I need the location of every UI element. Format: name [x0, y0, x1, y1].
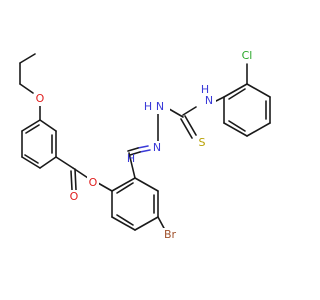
- bond: [116, 182, 134, 194]
- atom-symbol: N: [153, 141, 161, 154]
- molecule-diagram: N H Cl N H S N H O: [19, 49, 271, 242]
- atom-n-anilino: N H: [198, 83, 216, 108]
- bond: [19, 53, 36, 64]
- atom-cl: Cl: [238, 49, 256, 63]
- atom-o-propoxy: O: [34, 92, 46, 106]
- atom-symbol: H: [127, 152, 135, 165]
- bond: [21, 156, 41, 169]
- bond: [134, 177, 159, 192]
- bond: [25, 124, 40, 134]
- atom-n-imine: N: [151, 141, 163, 155]
- atom-n-hydrazine: N H: [144, 98, 170, 114]
- bond: [139, 149, 151, 153]
- bond: [39, 119, 57, 132]
- structure-canvas: N H Cl N H S N H O: [19, 49, 271, 242]
- bond: [129, 151, 141, 156]
- atom-label-layer: N H Cl N H S N H O: [34, 49, 256, 242]
- bond: [184, 115, 197, 136]
- atom-hydrogen: H: [201, 83, 209, 96]
- bond: [182, 106, 197, 116]
- bond: [228, 88, 246, 100]
- atom-symbol: Cl: [242, 49, 253, 62]
- atom-symbol: O: [89, 176, 98, 189]
- bond: [246, 122, 271, 137]
- bond: [24, 154, 39, 164]
- atom-symbol: N: [156, 100, 164, 113]
- atom-symbol: O: [70, 190, 79, 203]
- bond: [111, 177, 136, 192]
- bond: [134, 216, 159, 231]
- bond: [223, 83, 248, 98]
- atom-hydrogen: H: [144, 100, 152, 113]
- bond: [70, 170, 73, 191]
- atom-o-carbonyl: O: [68, 190, 80, 204]
- bond: [128, 152, 136, 179]
- bond: [74, 168, 77, 191]
- bond: [111, 216, 136, 231]
- atom-h-imine: H: [127, 152, 135, 165]
- bond-layer: [19, 53, 271, 231]
- bond: [116, 214, 134, 226]
- atom-symbol: Br: [164, 228, 177, 241]
- bond: [228, 120, 246, 132]
- bond: [97, 182, 113, 192]
- atom-o-ester: O: [87, 176, 99, 190]
- bond: [39, 156, 57, 169]
- bond: [55, 156, 74, 169]
- bond: [21, 119, 41, 132]
- atom-symbol: S: [199, 136, 206, 149]
- bond: [127, 147, 139, 152]
- atom-symbol: N: [205, 94, 213, 107]
- atom-s: S: [196, 136, 208, 151]
- atom-symbol: O: [36, 92, 45, 105]
- bond: [180, 118, 193, 139]
- atom-br: Br: [161, 228, 179, 242]
- bond: [223, 122, 248, 137]
- bond: [19, 83, 34, 94]
- bond: [137, 145, 149, 149]
- bond: [246, 83, 271, 98]
- bond: [157, 216, 166, 231]
